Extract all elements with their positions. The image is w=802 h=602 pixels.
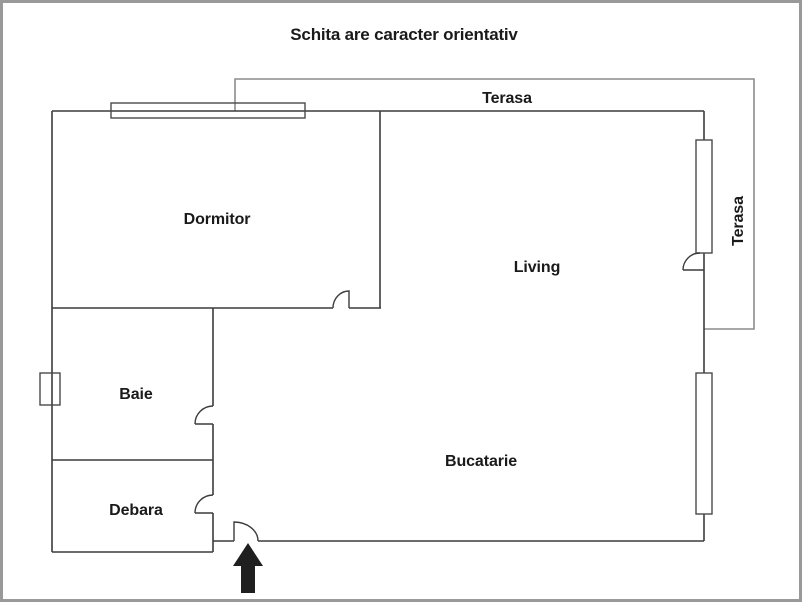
terrace-top-label: Terasa: [482, 90, 532, 107]
walls: [51, 110, 705, 553]
living-label: Living: [513, 259, 561, 276]
living-window: [695, 139, 713, 254]
terrace-outline: [234, 78, 755, 330]
bathroom-window: [39, 372, 61, 406]
kitchen-window: [695, 372, 713, 515]
entrance-door: [233, 521, 259, 542]
plan-title: Schita are caracter orientativ: [290, 25, 518, 44]
kitchen-label: Bucatarie: [444, 453, 518, 470]
bedroom-door: [332, 290, 350, 309]
balcony-door: [682, 252, 704, 271]
terrace-right-label: Terasa: [730, 196, 747, 246]
bedroom-window: [110, 102, 306, 119]
floor-plan-drawing: [39, 78, 755, 593]
bathroom-door: [194, 405, 214, 425]
entrance-arrow-icon: [233, 543, 263, 593]
bathroom-label: Baie: [119, 386, 153, 403]
storage-label: Debara: [109, 502, 163, 519]
storage-door: [194, 494, 214, 514]
bedroom-label: Dormitor: [183, 211, 251, 228]
